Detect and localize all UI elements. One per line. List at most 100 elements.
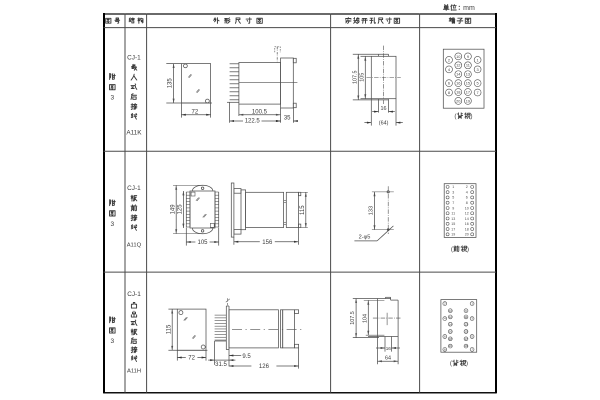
svg-text:8: 8 [466, 201, 468, 205]
svg-text:(: ( [450, 360, 453, 367]
svg-text:4: 4 [466, 190, 468, 194]
svg-text:72: 72 [188, 356, 195, 362]
svg-text:16: 16 [449, 330, 453, 334]
svg-text:6: 6 [444, 335, 446, 339]
svg-text:10: 10 [456, 54, 461, 59]
svg-text:2: 2 [448, 57, 450, 62]
svg-text:CJ-1: CJ-1 [127, 185, 141, 192]
svg-text:9: 9 [467, 54, 469, 59]
svg-text:1: 1 [452, 185, 454, 189]
svg-text:8: 8 [444, 347, 446, 351]
svg-text:9: 9 [465, 309, 467, 313]
svg-text:10: 10 [465, 206, 469, 210]
svg-text:18: 18 [456, 89, 460, 94]
svg-text:15: 15 [466, 81, 470, 86]
svg-text:): ) [470, 113, 472, 120]
svg-text:16: 16 [386, 346, 392, 351]
svg-text:19: 19 [466, 98, 470, 103]
svg-text:17: 17 [466, 89, 470, 94]
svg-text:): ) [467, 246, 469, 253]
svg-text:CJ-1: CJ-1 [127, 291, 141, 298]
svg-text:107.5: 107.5 [352, 70, 358, 84]
svg-text:72: 72 [192, 110, 199, 116]
svg-text:20: 20 [456, 98, 461, 103]
svg-text:mm: mm [463, 5, 475, 12]
svg-text:8: 8 [448, 90, 450, 95]
svg-text:(: ( [454, 113, 457, 120]
svg-text:15: 15 [464, 330, 468, 334]
svg-text:5: 5 [452, 196, 454, 200]
svg-text:105: 105 [359, 73, 365, 82]
svg-text:1: 1 [477, 57, 479, 62]
svg-text:19: 19 [464, 344, 468, 348]
svg-text:(: ( [451, 246, 454, 253]
svg-text:2: 2 [466, 185, 468, 189]
svg-text:18: 18 [465, 227, 469, 231]
svg-text:1: 1 [471, 302, 473, 306]
svg-text:125: 125 [178, 204, 184, 215]
svg-text:17: 17 [451, 227, 455, 231]
svg-text:12: 12 [449, 315, 453, 319]
svg-text:16: 16 [381, 106, 387, 112]
svg-text:104: 104 [362, 314, 368, 323]
svg-text:(64): (64) [379, 120, 389, 126]
svg-text:64: 64 [385, 355, 391, 361]
svg-text:14: 14 [465, 217, 469, 221]
svg-text:3: 3 [471, 317, 473, 321]
svg-text:13: 13 [466, 72, 470, 77]
svg-text:115: 115 [300, 205, 306, 215]
svg-text:9.5: 9.5 [242, 354, 251, 360]
svg-text:11: 11 [466, 63, 470, 68]
svg-text:115: 115 [166, 324, 172, 334]
svg-text:14: 14 [456, 72, 461, 77]
svg-text:13: 13 [451, 217, 455, 221]
svg-text:11: 11 [451, 212, 455, 216]
svg-text:12: 12 [465, 212, 469, 216]
svg-text:13: 13 [464, 322, 468, 326]
svg-text:133: 133 [369, 206, 375, 215]
svg-text:126: 126 [259, 364, 270, 370]
svg-text:): ) [466, 360, 468, 367]
svg-text:2-φ5: 2-φ5 [359, 235, 371, 241]
svg-text:7: 7 [471, 347, 473, 351]
svg-text:3: 3 [110, 95, 114, 102]
svg-text:18: 18 [449, 337, 453, 341]
svg-text:15: 15 [451, 222, 455, 226]
svg-text:3: 3 [110, 338, 114, 345]
svg-text:A11K: A11K [126, 130, 142, 137]
svg-text:35: 35 [284, 116, 291, 122]
svg-text:135: 135 [168, 78, 174, 89]
svg-text:A11H: A11H [127, 369, 141, 375]
svg-text:10: 10 [449, 309, 453, 313]
svg-text:107.5: 107.5 [350, 311, 356, 325]
svg-text:19: 19 [451, 233, 455, 237]
svg-text:2: 2 [444, 302, 446, 306]
svg-text:7: 7 [452, 201, 454, 205]
svg-text:149: 149 [170, 204, 176, 215]
svg-text:11: 11 [464, 315, 467, 319]
svg-text:105: 105 [197, 240, 208, 246]
svg-text:CJ-1: CJ-1 [127, 54, 141, 61]
svg-text:16: 16 [465, 222, 469, 226]
svg-text:A11Q: A11Q [127, 242, 142, 248]
svg-text:14: 14 [449, 322, 453, 326]
svg-text:31.5: 31.5 [215, 362, 227, 368]
svg-text:122.5: 122.5 [245, 119, 261, 125]
svg-text:6: 6 [466, 196, 468, 200]
svg-text:6: 6 [448, 81, 450, 86]
svg-text:17: 17 [464, 337, 468, 341]
svg-text:3: 3 [477, 67, 479, 72]
svg-text:4: 4 [448, 67, 451, 72]
svg-text:16: 16 [456, 81, 460, 86]
svg-text:3: 3 [452, 190, 454, 194]
svg-text:100.5: 100.5 [252, 110, 268, 116]
svg-text:20: 20 [449, 344, 453, 348]
svg-text:7: 7 [477, 90, 479, 95]
svg-text:156: 156 [262, 240, 273, 246]
svg-text:5: 5 [477, 81, 479, 86]
svg-text:5: 5 [471, 335, 473, 339]
svg-text:20: 20 [465, 233, 469, 237]
svg-text:4: 4 [444, 317, 446, 321]
svg-text:3: 3 [110, 221, 114, 228]
svg-text:9: 9 [452, 206, 454, 210]
